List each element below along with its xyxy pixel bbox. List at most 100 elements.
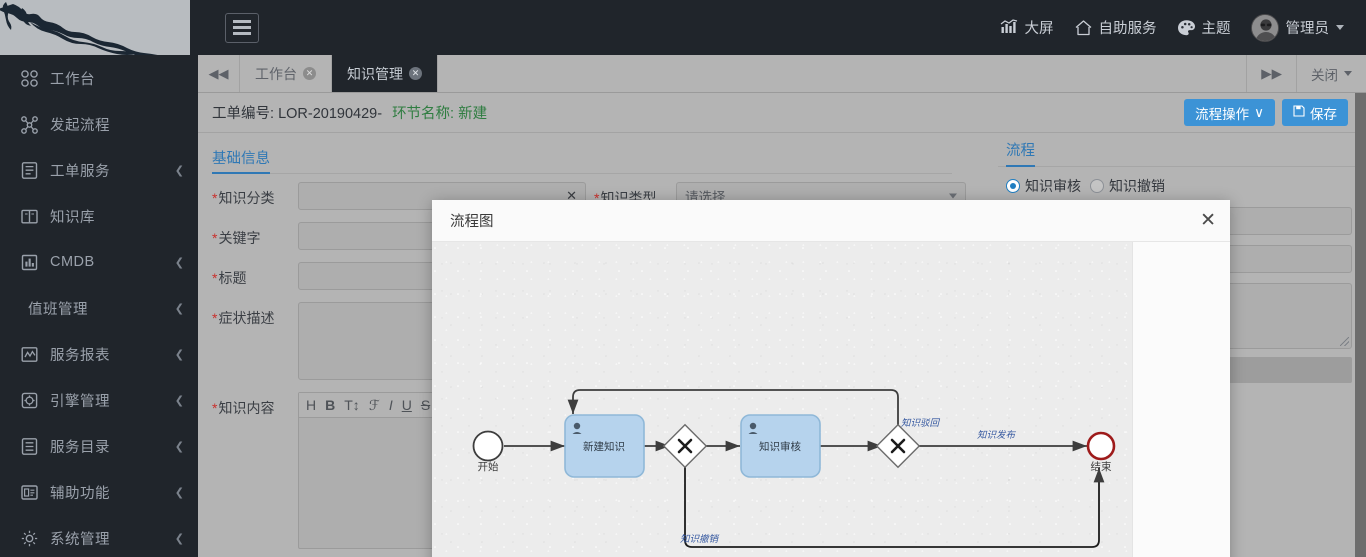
sidebar-item-6[interactable]: 服务报表❮ xyxy=(0,331,198,377)
editor-tool-6[interactable]: S xyxy=(420,397,431,413)
sidebar-item-5[interactable]: 值班管理 ❮ xyxy=(0,285,198,331)
section-divider xyxy=(212,173,952,174)
field-label-content: *知识内容 xyxy=(212,400,275,416)
engine-icon xyxy=(20,391,39,410)
tab-bar-right: ▶▶ 关闭 xyxy=(1246,55,1366,92)
process-action-button[interactable]: 流程操作 ∨ xyxy=(1184,99,1275,126)
tab-process[interactable]: 流程 xyxy=(1006,139,1035,167)
tab-1[interactable]: 知识管理✕ xyxy=(332,55,438,92)
sidebar-item-9[interactable]: 辅助功能❮ xyxy=(0,469,198,515)
node-create-task: 新建知识 xyxy=(564,414,645,478)
editor-tool-3[interactable]: ℱ xyxy=(368,396,380,413)
flow-icon xyxy=(20,115,39,134)
sidebar-item-3[interactable]: 知识库 xyxy=(0,193,198,239)
sidebar-item-2[interactable]: 工单服务 ❮ xyxy=(0,147,198,193)
edge-gw2-create-reject xyxy=(567,389,899,430)
process-action-radios: 知识审核 知识撤销 xyxy=(1006,176,1352,196)
chevron-right-icon: ❮ xyxy=(174,532,184,545)
sidebar-item-0[interactable]: 工作台 xyxy=(0,55,198,101)
editor-tool-2[interactable]: T↕ xyxy=(344,397,360,413)
sidebar-item-label: 系统管理 xyxy=(50,531,110,548)
tab-0[interactable]: 工作台 ✕ xyxy=(240,55,332,92)
bigscreen-link[interactable]: 大屏 xyxy=(1000,17,1054,38)
chevron-right-icon: ❮ xyxy=(174,486,184,499)
tab-scroll-right-icon[interactable]: ▶▶ xyxy=(1246,55,1296,92)
node-name-label: 环节名称: xyxy=(392,106,455,122)
field-label-title: *标题 xyxy=(212,270,247,286)
vertical-scrollbar[interactable] xyxy=(1355,93,1366,557)
ticket-icon xyxy=(20,161,39,180)
user-task-icon xyxy=(748,422,758,434)
sidebar-item-label: 值班管理 xyxy=(28,301,88,318)
sidebar-item-7[interactable]: 引擎管理❮ xyxy=(0,377,198,423)
tab-label: 工作台 xyxy=(255,65,297,82)
chevron-down-icon xyxy=(949,193,957,199)
sidebar-item-label: CMDB xyxy=(50,254,95,270)
gear-icon xyxy=(20,529,39,548)
user-task-icon xyxy=(572,422,582,434)
radio-dot xyxy=(1090,179,1104,193)
radio-option-0[interactable]: 知识审核 xyxy=(1006,176,1081,196)
chevron-right-icon: ❮ xyxy=(174,348,184,361)
selfservice-link[interactable]: 自助服务 xyxy=(1074,17,1157,38)
close-icon[interactable]: ✕ xyxy=(1200,210,1216,231)
theme-label: 主题 xyxy=(1201,21,1231,37)
sidebar-item-label: 工单服务 xyxy=(50,163,110,180)
editor-tool-5[interactable]: U xyxy=(401,397,412,413)
top-bar: 大屏 自助服务 xyxy=(198,0,1366,55)
radio-dot xyxy=(1006,179,1020,193)
tab-close-menu[interactable]: 关闭 xyxy=(1296,55,1366,92)
hamburger-icon[interactable] xyxy=(225,12,259,43)
editor-tool-1[interactable]: B xyxy=(325,397,336,413)
radio-option-1[interactable]: 知识撤销 xyxy=(1090,176,1165,196)
node-end: 结束 xyxy=(1086,431,1116,473)
avatar xyxy=(1250,13,1279,42)
editor-tool-0[interactable]: H xyxy=(306,397,317,413)
chevron-right-icon: ❮ xyxy=(174,164,184,177)
sidebar-item-4[interactable]: CMDB ❮ xyxy=(0,239,198,285)
grid-icon xyxy=(20,69,39,88)
theme-link[interactable]: 主题 xyxy=(1177,17,1231,38)
node-name: 环节名称: 新建 xyxy=(392,102,487,123)
tab-scroll-left-icon[interactable]: ◀◀ xyxy=(198,55,240,92)
selfservice-label: 自助服务 xyxy=(1098,21,1157,37)
flowchart-modal: 流程图 ✕ xyxy=(432,200,1230,557)
book-icon xyxy=(20,207,39,226)
node-gateway-1 xyxy=(662,423,708,469)
user-menu[interactable]: 管理员 xyxy=(1250,13,1344,42)
modal-body: 开始 新建知识 xyxy=(432,242,1230,557)
radio-label: 知识撤销 xyxy=(1109,178,1165,194)
node-start: 开始 xyxy=(472,430,504,473)
sidebar-item-label: 服务目录 xyxy=(50,439,110,456)
close-icon[interactable]: ✕ xyxy=(409,67,422,80)
chevron-right-icon: ❮ xyxy=(174,256,184,269)
flowchart-svg: 开始 新建知识 xyxy=(472,389,1116,548)
ticket-number: 工单编号: LOR-20190429- xyxy=(212,102,382,123)
flowchart-canvas[interactable]: 开始 新建知识 xyxy=(432,242,1132,557)
sidebar-item-label: 发起流程 xyxy=(50,117,110,134)
tab-list: 工作台✕知识管理✕ xyxy=(240,55,438,92)
form-header: 工单编号: LOR-20190429- 环节名称: 新建 流程操作 ∨ xyxy=(198,93,1366,133)
assist-icon xyxy=(20,483,39,502)
editor-tool-4[interactable]: I xyxy=(388,397,393,413)
close-icon[interactable]: ✕ xyxy=(303,67,316,80)
sidebar-item-8[interactable]: 服务目录❮ xyxy=(0,423,198,469)
node-name-value: 新建 xyxy=(458,106,488,122)
sidebar-item-1[interactable]: 发起流程 xyxy=(0,101,198,147)
modal-title: 流程图 xyxy=(450,214,494,230)
process-action-label: 流程操作 xyxy=(1195,106,1250,122)
tab-bar: ◀◀ 工作台✕知识管理✕ ▶▶ 关闭 xyxy=(198,55,1366,93)
logo[interactable] xyxy=(0,0,190,55)
field-label-keyword: *关键字 xyxy=(212,230,261,246)
save-button[interactable]: 保存 xyxy=(1282,99,1348,126)
bigscreen-label: 大屏 xyxy=(1024,21,1054,37)
form-header-buttons: 流程操作 ∨ 保存 xyxy=(1184,99,1348,126)
chevron-down-icon xyxy=(1336,25,1344,30)
sidebar-item-10[interactable]: 系统管理 ❮ xyxy=(0,515,198,557)
home-icon xyxy=(1074,19,1093,37)
chevron-right-icon: ❮ xyxy=(174,302,184,315)
clear-icon[interactable]: ✕ xyxy=(566,188,577,203)
